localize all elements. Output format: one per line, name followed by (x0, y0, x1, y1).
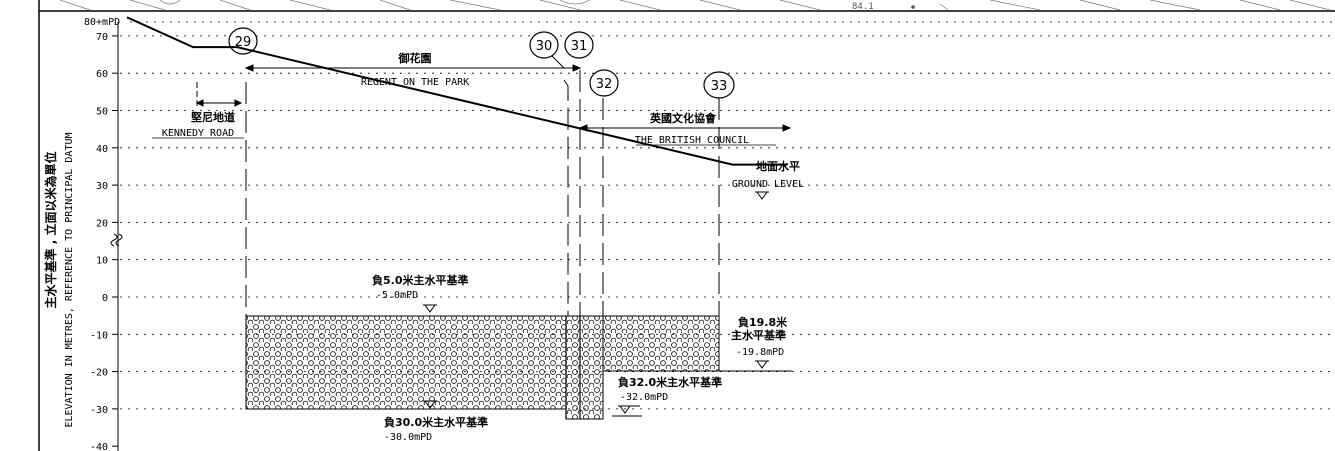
y-axis-label-cn: 主水平基準 , 立面以米為單位 (43, 152, 58, 309)
level-label-minus30: 負30.0米主水平基準 -30.0mPD (384, 400, 488, 443)
svg-text:-30.0mPD: -30.0mPD (384, 432, 432, 443)
section-marker-31 (564, 31, 594, 59)
section-marker-33 (703, 71, 735, 99)
section-lines (245, 70, 720, 318)
level-label-minus32: 負32.0米主水平基準 -32.0mPD (612, 375, 722, 417)
kennedy-road-label-en: KENNEDY ROAD (162, 128, 234, 139)
y-tick-label: 50 (96, 107, 108, 118)
grid-lines (120, 21, 1335, 410)
axis-break-mark (110, 233, 123, 247)
british-council-label-en: THE BRITISH COUNCIL (635, 135, 749, 146)
y-tick-label: 40 (96, 144, 108, 155)
y-tick-label: -20 (90, 368, 108, 379)
section-marker-29-label: 29 (235, 35, 252, 50)
regent-label-en: REGENT ON THE PARK (361, 77, 469, 88)
ground-level-line (126, 16, 788, 166)
kennedy-road-label-cn: 堅尼地道 (191, 110, 235, 124)
svg-text:-19.8mPD: -19.8mPD (736, 347, 784, 358)
ground-level-label-en: GROUND LEVEL (732, 179, 804, 190)
y-tick-label: 20 (96, 218, 108, 229)
section-marker-32 (589, 69, 619, 97)
piling-zone-regent (245, 315, 567, 410)
y-axis-label-en: ELEVATION IN METRES, REFERENCE TO PRINCI… (64, 132, 75, 427)
y-tick-label: 10 (96, 256, 108, 267)
piling-zone-british-council (602, 315, 720, 372)
y-tick-label: 0 (102, 293, 108, 304)
ground-level-label-cn: 地面水平 (756, 159, 800, 173)
y-axis-top-label: 80+mPD (84, 17, 120, 28)
zone-dimensions (195, 64, 792, 132)
piling-zone-31-32 (565, 315, 604, 420)
section-marker-33-label: 33 (711, 79, 728, 94)
drawing-frame: 84.1 (38, 0, 1335, 451)
piling-zones (245, 315, 720, 420)
level-label-minus5: 負5.0米主水平基準 -5.0mPD (372, 273, 469, 313)
level-label-minus19-8: 負19.8米 主水平基準 -19.8mPD (719, 315, 792, 372)
svg-text:負30.0米主水平基準: 負30.0米主水平基準 (384, 415, 488, 429)
svg-text:負32.0米主水平基準: 負32.0米主水平基準 (618, 375, 722, 389)
section-marker-30-label: 30 (536, 39, 553, 54)
y-tick-label: 70 (96, 32, 108, 43)
svg-text:-5.0mPD: -5.0mPD (376, 290, 418, 301)
svg-text:負19.8米: 負19.8米 (738, 315, 788, 329)
svg-text:-32.0mPD: -32.0mPD (620, 392, 668, 403)
y-tick-label: -30 (90, 405, 108, 416)
y-tick-label: 60 (96, 69, 108, 80)
section-line-30 (563, 79, 569, 316)
ground-level-marker (755, 191, 769, 200)
y-tick-label: -40 (90, 442, 108, 451)
section-marker-30 (529, 31, 559, 59)
regent-label-cn: 御花園 (398, 51, 432, 65)
top-strip-hatch (59, 0, 1331, 11)
corner-text: 84.1 (852, 2, 874, 12)
british-council-label-cn: 英國文化協會 (649, 111, 717, 125)
y-tick-label: -10 (90, 330, 108, 341)
section-marker-31-label: 31 (571, 39, 588, 54)
svg-text:主水平基準: 主水平基準 (731, 328, 786, 342)
y-axis-ticks: 70 60 50 40 30 20 10 0 -10 -20 -30 -40 (90, 32, 118, 451)
svg-text:負5.0米主水平基準: 負5.0米主水平基準 (372, 273, 469, 287)
section-marker-32-label: 32 (596, 77, 613, 92)
corner-dot (911, 5, 915, 9)
y-tick-label: 30 (96, 181, 108, 192)
